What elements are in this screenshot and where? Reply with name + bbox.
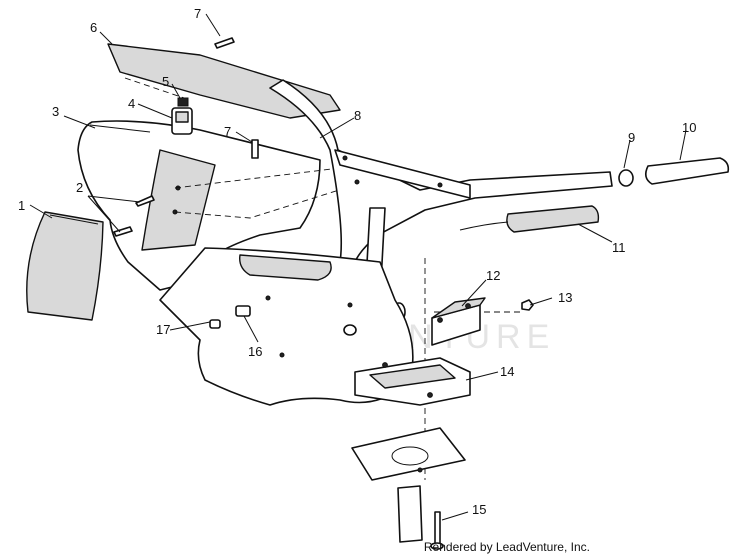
- callout-7-mid: 7: [224, 124, 231, 139]
- leader-lines: [29, 13, 687, 521]
- callout-14: 14: [500, 364, 514, 379]
- callout-16: 16: [248, 344, 262, 359]
- callout-5: 5: [162, 74, 169, 89]
- callout-13: 13: [558, 290, 572, 305]
- part-grip-right: [644, 157, 730, 185]
- part-lower-clamp: [354, 357, 471, 406]
- callout-11: 11: [612, 240, 626, 255]
- part-pod-housing: [77, 120, 321, 291]
- callout-10: 10: [682, 120, 696, 135]
- part-grip-throttle: [459, 205, 600, 233]
- callout-9: 9: [628, 130, 635, 145]
- callout-8: 8: [354, 108, 361, 123]
- callout-4: 4: [128, 96, 135, 111]
- callout-17: 17: [156, 322, 170, 337]
- part-upper-clamp: [431, 297, 486, 346]
- part-bolt-long: [430, 511, 444, 550]
- part-end-plug: [618, 169, 634, 187]
- render-credit: Rendered by LeadVenture, Inc.: [423, 540, 590, 554]
- callout-7-top: 7: [194, 6, 201, 21]
- part-nut: [521, 299, 534, 311]
- callout-labels: 1 2 3 4 5 6 7 7 8 9 10 11 12 13 14 15 16…: [18, 6, 696, 517]
- part-mount-plate: [351, 427, 466, 481]
- callout-6: 6: [90, 20, 97, 35]
- part-small-fasteners: [113, 37, 259, 237]
- part-steering-column: [397, 485, 423, 543]
- callout-2: 2: [76, 180, 83, 195]
- callout-12: 12: [486, 268, 500, 283]
- part-front-cover: [26, 211, 104, 321]
- part-hood-body: [159, 247, 414, 406]
- callout-15: 15: [472, 502, 486, 517]
- callout-1: 1: [18, 198, 25, 213]
- callout-3: 3: [52, 104, 59, 119]
- part-grommet: [209, 305, 251, 329]
- part-switch: [171, 97, 193, 135]
